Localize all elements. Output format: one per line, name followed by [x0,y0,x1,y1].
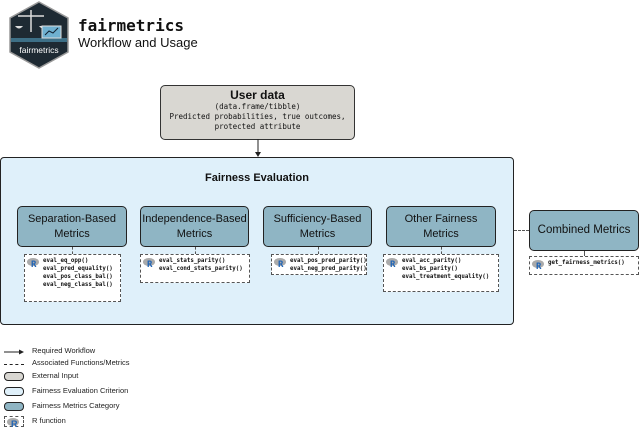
legend-label: Associated Functions/Metrics [32,358,130,367]
r-logo-icon: R [386,258,398,267]
r-logo-icon: R [274,258,286,267]
app-title: fairmetrics [78,16,184,35]
function-name: eval_bs_parity() [402,266,458,272]
user-data-line: Predicted probabilities, true outcomes, [169,112,346,121]
connector [584,251,585,256]
r-logo-icon: R [143,258,155,267]
connector [195,247,196,254]
svg-text:R: R [536,262,542,269]
dashed-line-icon [4,364,24,365]
category-independence: Independence-Based Metrics [140,206,249,247]
function-name: eval_treatment_equality() [402,274,490,280]
r-logo-icon: R [532,260,544,269]
function-name: eval_pos_pred_parity() [290,258,367,264]
connector [441,247,442,254]
function-name: eval_neg_class_bal() [43,282,113,288]
svg-text:R: R [11,419,18,427]
legend-label: Fairness Evaluation Criterion [32,386,129,395]
fairness-evaluation-title: Fairness Evaluation [205,172,309,184]
function-name: eval_neg_pred_parity() [290,266,367,272]
criterion-swatch [4,387,24,396]
category-sufficiency: Sufficiency-Based Metrics [263,206,372,247]
legend-label: Required Workflow [32,346,96,355]
function-name: eval_pos_class_bal() [43,274,113,280]
category-other: Other Fairness Metrics [386,206,496,247]
connector [72,247,73,254]
function-name: eval_acc_parity() [402,258,462,264]
external-input-swatch [4,372,24,381]
function-name: eval_stats_parity() [159,258,226,264]
r-logo-icon: R [27,258,39,267]
app-subtitle: Workflow and Usage [78,35,198,50]
category-swatch [4,402,24,411]
legend-item: Fairness Evaluation Criterion [4,386,204,398]
legend-item: R R function [4,416,204,428]
function-box-sufficiency: R eval_pos_pred_parity() eval_neg_pred_p… [271,254,367,275]
r-function-swatch: R [4,416,24,427]
user-data-line: (data.frame/tibble) [214,102,301,111]
solid-arrow-icon [4,349,24,355]
connector [514,230,529,231]
legend-item: Associated Functions/Metrics [4,358,204,370]
svg-text:fairmetrics: fairmetrics [19,45,58,55]
function-name: eval_cond_stats_parity() [159,266,243,272]
function-name: eval_pred_equality() [43,266,113,272]
workflow-arrow [255,139,261,157]
function-box-separation: R eval_eq_opp() eval_pred_equality() eva… [24,254,121,302]
svg-text:R: R [31,260,37,267]
fairmetrics-logo: fairmetrics [9,1,69,69]
connector [318,247,319,254]
legend-label: Fairness Metrics Category [32,401,120,410]
svg-text:R: R [147,260,153,267]
function-name: get_fairness_metrics() [548,260,625,266]
legend-item: External Input [4,371,204,383]
legend-item: Fairness Metrics Category [4,401,204,413]
r-logo-icon: R [7,418,19,427]
legend-label: External Input [32,371,79,380]
category-separation: Separation-Based Metrics [17,206,127,247]
legend-item: Required Workflow [4,346,204,358]
svg-text:R: R [278,260,284,267]
category-combined: Combined Metrics [529,210,639,251]
user-data-title: User data [230,88,285,102]
function-name: eval_eq_opp() [43,258,89,264]
user-data-line: protected attribute [214,122,301,131]
svg-text:R: R [390,260,396,267]
legend-label: R function [32,416,66,425]
function-box-combined: R get_fairness_metrics() [529,256,639,275]
user-data-box: User data (data.frame/tibble) Predicted … [160,85,355,140]
function-box-independence: R eval_stats_parity() eval_cond_stats_pa… [140,254,250,283]
function-box-other: R eval_acc_parity() eval_bs_parity() eva… [383,254,499,292]
